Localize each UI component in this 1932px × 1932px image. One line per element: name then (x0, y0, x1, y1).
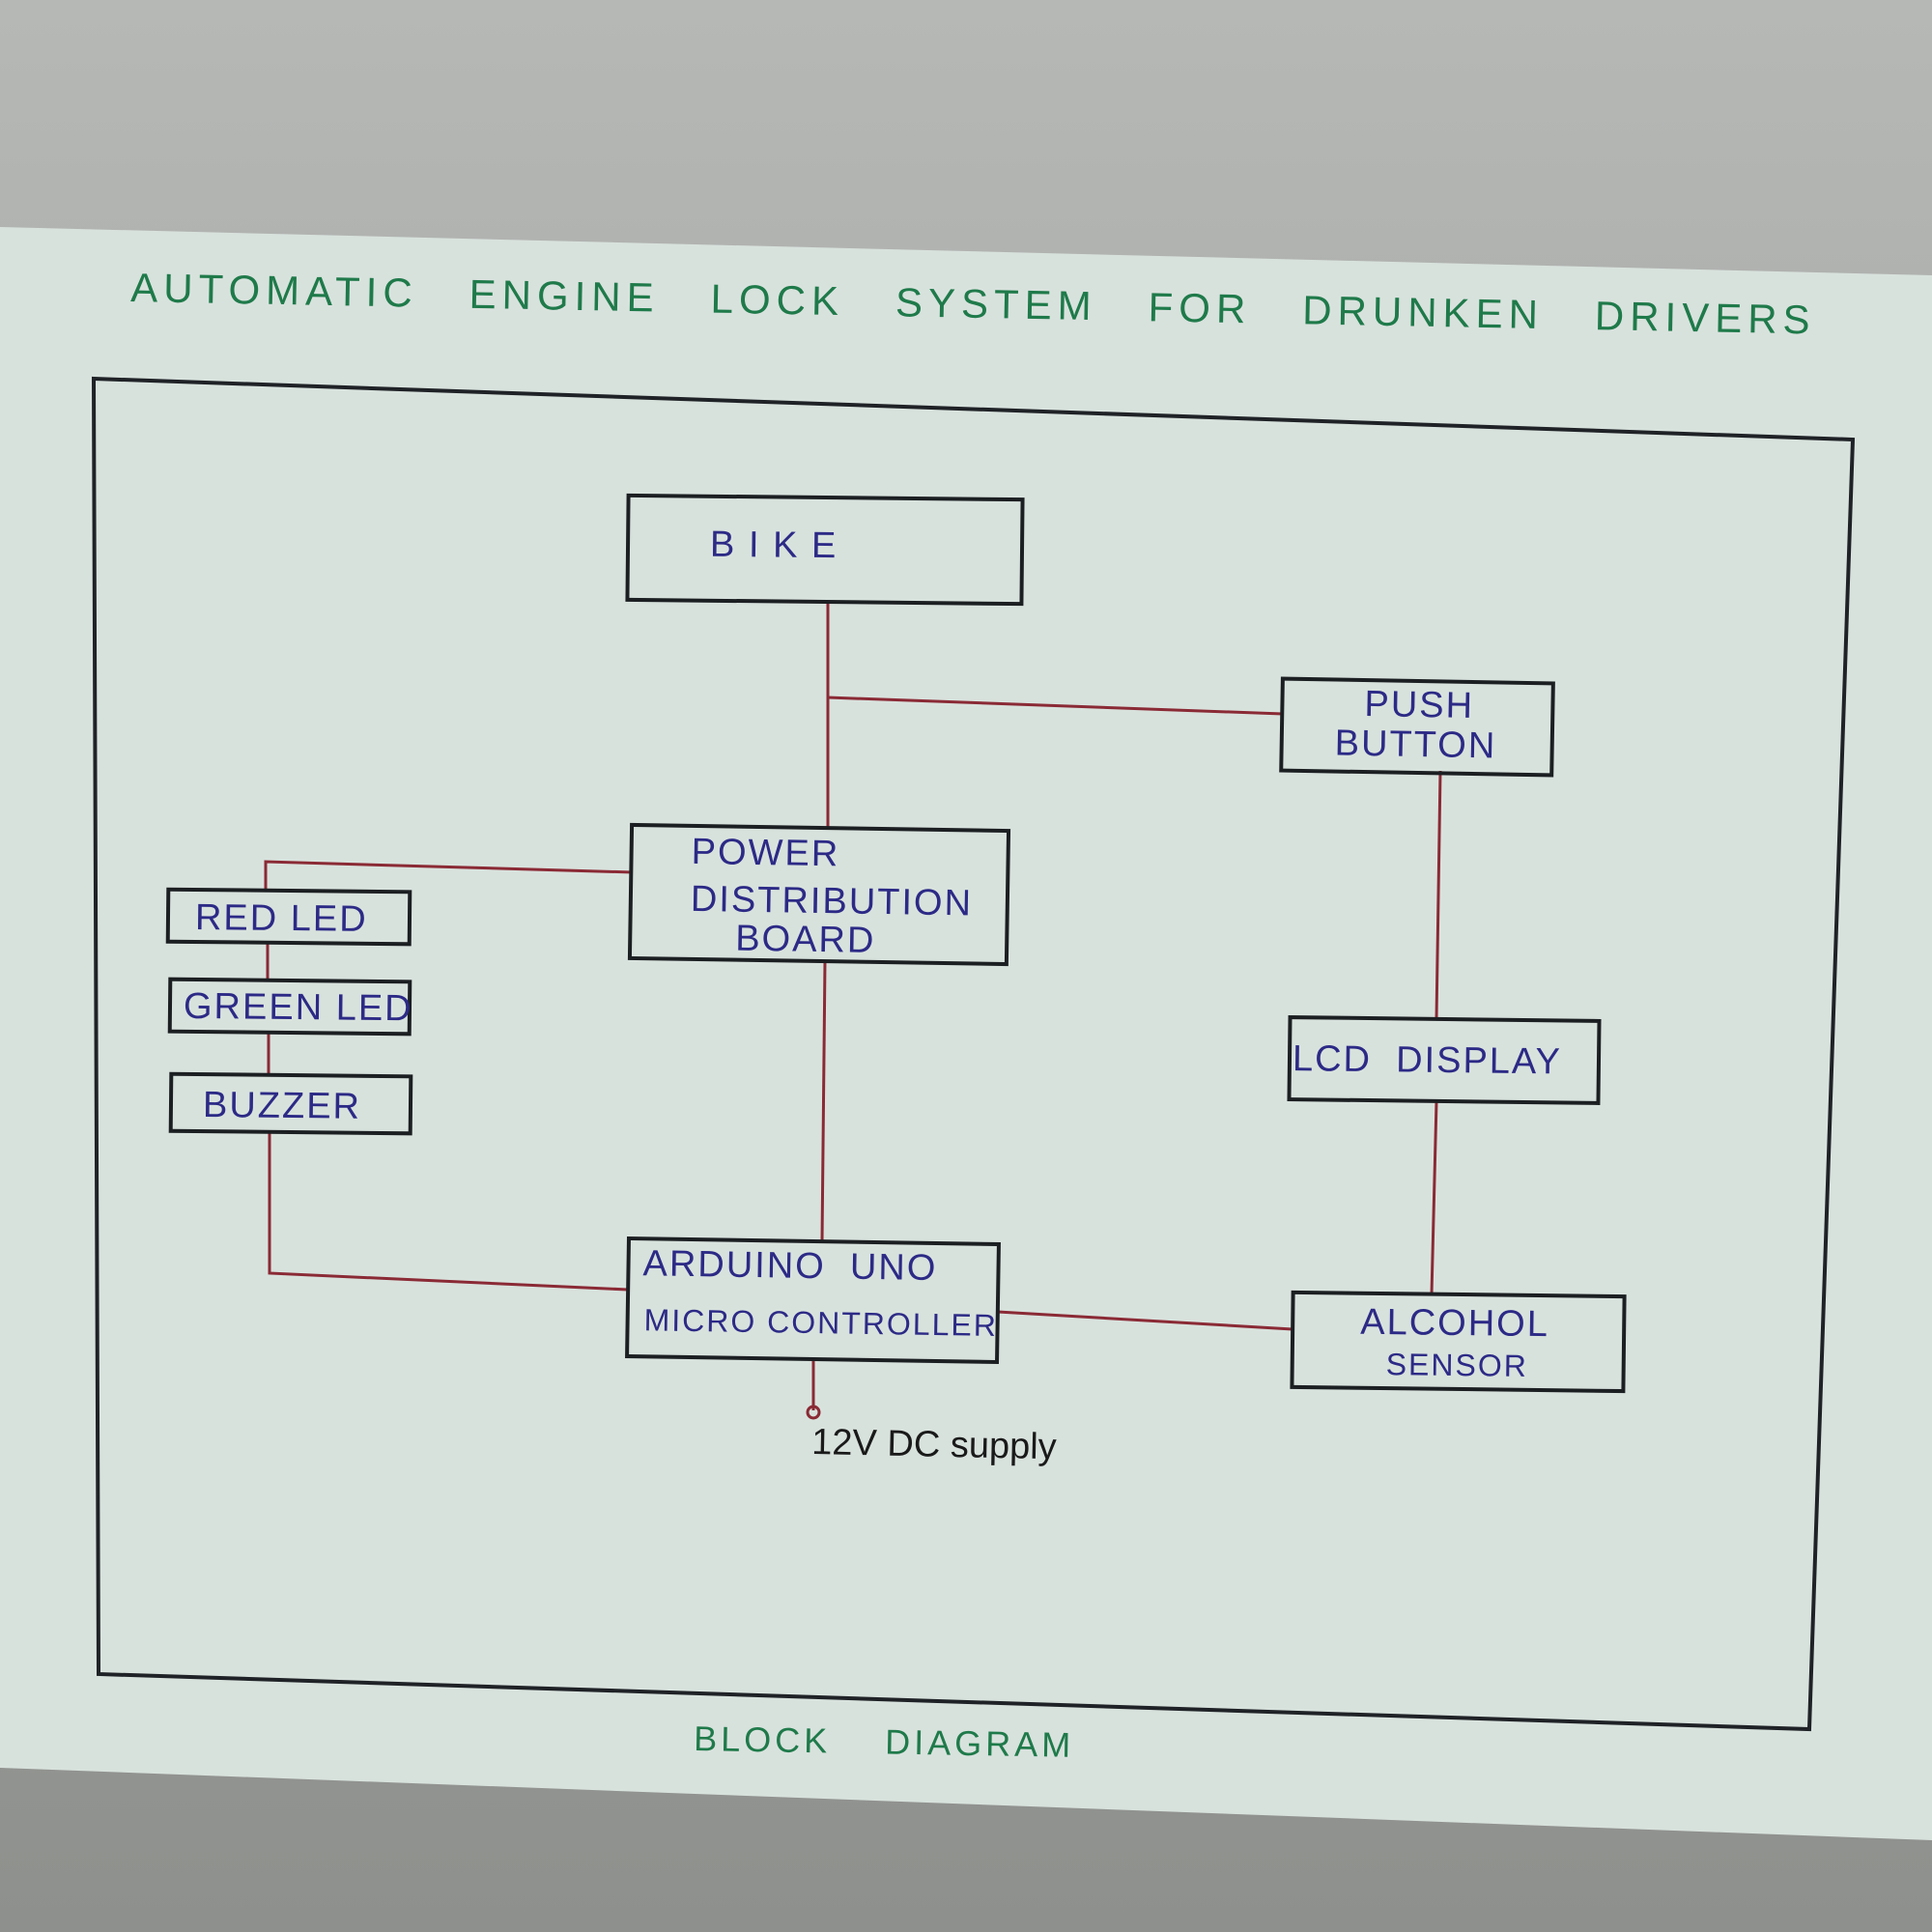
block-arduino-line2: MICRO CONTROLLER (643, 1302, 998, 1343)
block-alcohol-sensor-line1: ALCOHOL (1360, 1302, 1549, 1345)
supply-label: 12V DC supply (811, 1422, 1057, 1467)
block-green-led-label: GREEN LED (184, 986, 413, 1029)
supply-terminal (806, 1405, 821, 1420)
block-arduino-line1: ARDUINO UNO (642, 1243, 937, 1289)
block-lcd-display: LCD DISPLAY (1287, 1015, 1602, 1105)
block-green-led: GREEN LED (167, 977, 413, 1037)
block-push-button-line2: BUTTON (1334, 724, 1496, 767)
wires (264, 603, 1442, 1420)
wire-bike-pushbutton (827, 696, 1284, 716)
block-buzzer-label: BUZZER (203, 1085, 361, 1127)
wire-buzzer-arduino (268, 1132, 629, 1292)
block-push-button-line1: PUSH (1364, 684, 1474, 726)
block-alcohol-sensor: ALCOHOL SENSOR (1290, 1290, 1627, 1394)
block-red-led: RED LED (165, 887, 412, 947)
wire-power-redled (264, 860, 634, 891)
block-lcd-display-label: LCD DISPLAY (1293, 1038, 1562, 1082)
block-power-board-line3: BOARD (735, 919, 876, 961)
wire-pushbutton-lcd (1435, 770, 1442, 1020)
outer-frame (91, 376, 1856, 1732)
wire-arduino-alcohol (997, 1310, 1293, 1331)
block-buzzer: BUZZER (168, 1071, 413, 1136)
block-power-board-line2: DISTRIBUTION (691, 879, 974, 924)
block-alcohol-sensor-line2: SENSOR (1386, 1347, 1529, 1383)
block-power-board: POWER DISTRIBUTION BOARD (627, 822, 1011, 967)
block-red-led-label: RED LED (195, 897, 368, 940)
block-push-button: PUSH BUTTON (1279, 676, 1555, 778)
diagram-caption: BLOCK DIAGRAM (694, 1719, 1075, 1765)
paper-sheet (0, 227, 1932, 1840)
block-power-board-line1: POWER (691, 832, 839, 874)
block-arduino: ARDUINO UNO MICRO CONTROLLER (625, 1236, 1001, 1365)
wire-lcd-alcohol (1430, 1100, 1438, 1295)
block-bike: B I K E (625, 493, 1025, 607)
block-bike-label: B I K E (710, 525, 838, 566)
wire-power-arduino (820, 960, 827, 1242)
